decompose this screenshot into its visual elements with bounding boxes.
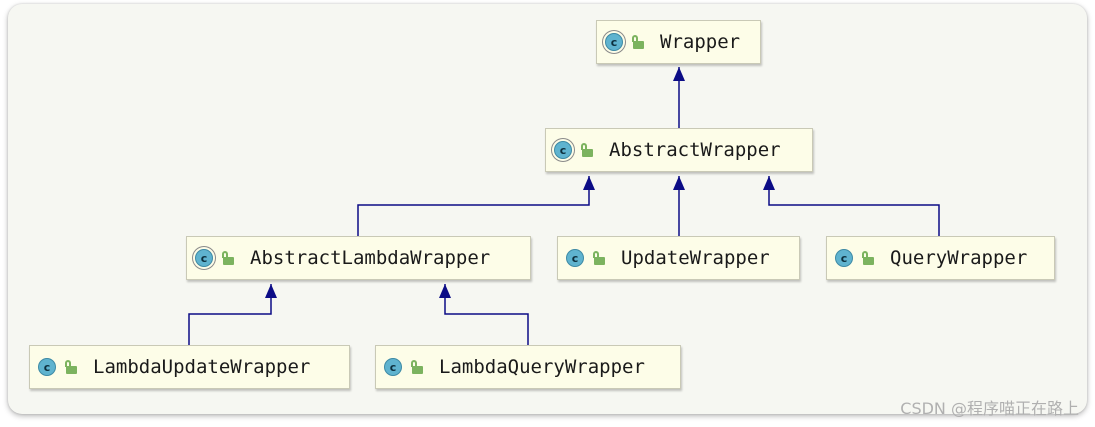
lock-icon — [630, 35, 644, 49]
lock-icon — [591, 251, 605, 265]
class-node-lambda-query-wrapper[interactable]: c LambdaQueryWrapper — [375, 345, 681, 389]
class-name: LambdaQueryWrapper — [439, 356, 645, 378]
class-name: UpdateWrapper — [621, 247, 770, 269]
lock-icon — [579, 143, 593, 157]
edge-lambdaquerywrapper-to-abstractlambdawrapper — [444, 284, 529, 345]
class-name: LambdaUpdateWrapper — [93, 356, 311, 378]
edge-querywrapper-to-abstractwrapper — [768, 176, 940, 236]
class-node-update-wrapper[interactable]: c UpdateWrapper — [557, 236, 800, 280]
lock-icon — [220, 251, 234, 265]
lock-icon — [63, 360, 77, 374]
class-name: AbstractWrapper — [609, 139, 781, 161]
class-node-abstract-wrapper[interactable]: c AbstractWrapper — [545, 128, 813, 172]
class-icon: c — [566, 249, 584, 267]
edge-abstractlambdawrapper-to-abstractwrapper — [357, 176, 590, 236]
class-icon: c — [38, 358, 56, 376]
class-icon: c — [605, 33, 623, 51]
lock-icon — [860, 251, 874, 265]
class-node-wrapper[interactable]: c Wrapper — [596, 20, 761, 64]
class-name: QueryWrapper — [890, 247, 1028, 269]
lock-icon — [409, 360, 423, 374]
class-node-query-wrapper[interactable]: c QueryWrapper — [826, 236, 1055, 280]
class-name: Wrapper — [660, 31, 741, 53]
watermark: CSDN @程序喵正在路上 — [900, 399, 1079, 418]
class-name: AbstractLambdaWrapper — [250, 247, 491, 269]
class-icon: c — [195, 249, 213, 267]
class-node-abstract-lambda-wrapper[interactable]: c AbstractLambdaWrapper — [186, 236, 531, 280]
class-icon: c — [835, 249, 853, 267]
class-icon: c — [384, 358, 402, 376]
class-icon: c — [554, 141, 572, 159]
class-node-lambda-update-wrapper[interactable]: c LambdaUpdateWrapper — [29, 345, 350, 389]
edge-lambdaupdatewrapper-to-abstractlambdawrapper — [188, 284, 272, 345]
